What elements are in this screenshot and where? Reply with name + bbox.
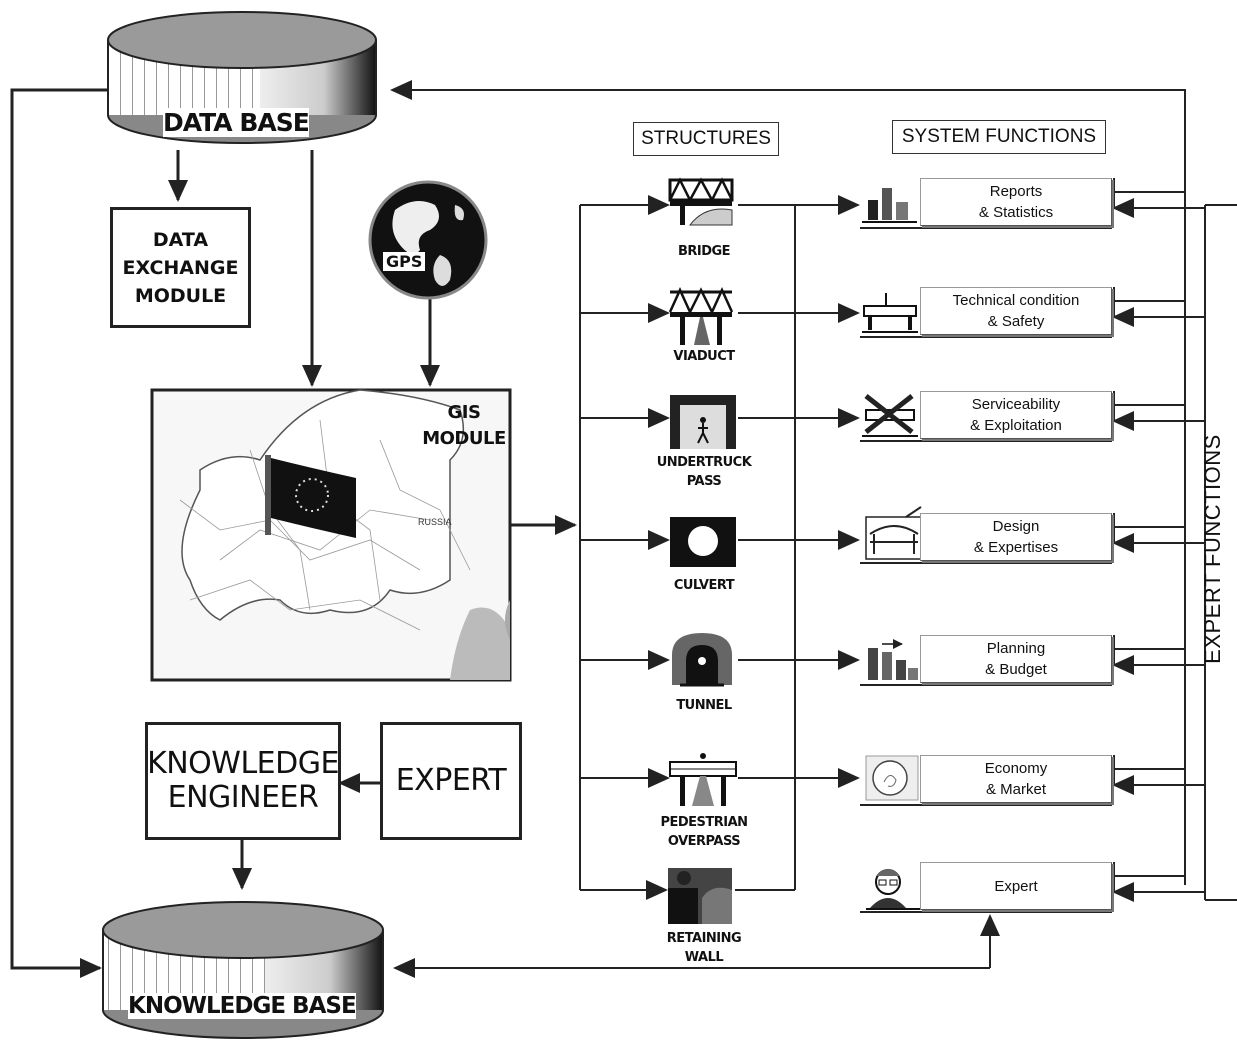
kb-expert-line: [393, 914, 1000, 978]
expert-box: EXPERT: [380, 722, 522, 840]
data-base-cylinder: [107, 11, 377, 144]
structure-label-5: PEDESTRIAN OVERPASS: [660, 815, 748, 849]
gps-globe-icon: [368, 180, 488, 300]
crossed-bridge-icon: [862, 394, 918, 437]
data-exchange-module-box: DATA EXCHANGE MODULE: [110, 207, 251, 328]
function-box-5: Economy & Market: [920, 755, 1112, 803]
bar-chart-icon: [862, 188, 917, 223]
map-label-russia: RUSSIA: [418, 517, 452, 527]
structure-bus: [579, 205, 796, 891]
europe-map: RUSSIA: [150, 388, 512, 682]
system-functions-header: SYSTEM FUNCTIONS: [892, 120, 1106, 154]
data-base-label: DATA BASE: [163, 108, 310, 137]
function-box-6: Expert: [920, 862, 1112, 910]
structure-label-2: UNDERTRUCK PASS: [656, 455, 752, 489]
function-box-2: Serviceability & Exploitation: [920, 391, 1112, 439]
design-icon: [865, 506, 923, 560]
structures-header: STRUCTURES: [633, 122, 779, 156]
knowledge-engineer-box: KNOWLEDGE ENGINEER: [145, 722, 341, 840]
expert-face-icon: [866, 869, 922, 910]
top-return-line: [390, 80, 1186, 205]
function-box-4: Planning & Budget: [920, 635, 1112, 683]
undertruck-pass-icon: [670, 395, 736, 449]
inspection-icon: [862, 293, 918, 333]
structure-label-0: BRIDGE: [677, 244, 731, 259]
function-box-0: Reports & Statistics: [920, 178, 1112, 226]
knowledge-base-label: KNOWLEDGE BASE: [128, 993, 357, 1019]
gis-module-label: GIS MODULE: [422, 402, 506, 449]
gps-label: GPS: [383, 252, 426, 271]
retaining-wall-icon: [668, 868, 732, 924]
viaduct-icon: [668, 286, 734, 345]
structure-label-3: CULVERT: [673, 578, 735, 593]
coin-icon: [865, 755, 919, 801]
function-box-3: Design & Expertises: [920, 513, 1112, 561]
pedestrian-overpass-icon: [669, 753, 737, 806]
tunnel-icon: [672, 633, 732, 687]
structure-label-1: VIADUCT: [673, 349, 735, 364]
function-box-1: Technical condition & Safety: [920, 287, 1112, 335]
structure-label-6: RETAINING WALL: [666, 931, 742, 965]
bridge-icon: [668, 177, 734, 226]
expert-functions-label: EXPERT FUNCTIONS: [1200, 434, 1225, 664]
structure-label-4: TUNNEL: [676, 698, 732, 713]
culvert-icon: [670, 517, 736, 567]
coins-icon: [868, 639, 918, 680]
